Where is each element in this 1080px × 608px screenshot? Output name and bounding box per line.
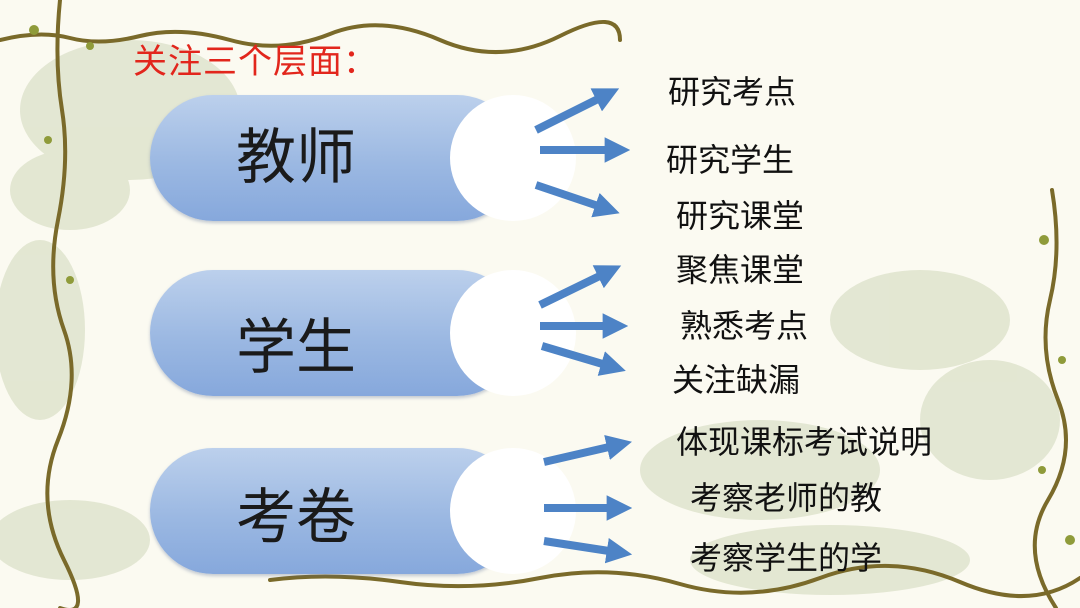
item-teacher-1: 研究考点 bbox=[668, 73, 797, 111]
item-exam-1: 体现课标考试说明 bbox=[676, 423, 933, 461]
item-student-1: 聚焦课堂 bbox=[676, 251, 805, 289]
slide-title: 关注三个层面： bbox=[133, 42, 378, 82]
item-student-2: 熟悉考点 bbox=[680, 307, 809, 345]
arrow-2a bbox=[538, 265, 622, 309]
arrow-1c bbox=[534, 181, 620, 218]
pill-notch bbox=[450, 95, 576, 221]
arrow-1a bbox=[534, 88, 620, 134]
label-exam: 考卷 bbox=[236, 483, 356, 553]
item-teacher-3: 研究课堂 bbox=[676, 197, 805, 235]
label-student: 学生 bbox=[236, 313, 356, 383]
item-student-3: 关注缺漏 bbox=[672, 361, 801, 399]
arrow-3a bbox=[543, 434, 632, 466]
item-teacher-2: 研究学生 bbox=[666, 141, 795, 179]
item-exam-2: 考察老师的教 bbox=[690, 479, 883, 517]
item-exam-3: 考察学生的学 bbox=[690, 539, 883, 577]
pill-teacher bbox=[150, 95, 576, 221]
pill-notch bbox=[450, 270, 576, 396]
label-teacher: 教师 bbox=[236, 123, 356, 193]
arrow-3c bbox=[543, 537, 633, 564]
pill-exam bbox=[150, 448, 576, 574]
pill-student bbox=[150, 270, 576, 396]
arrow-2c bbox=[540, 342, 626, 376]
